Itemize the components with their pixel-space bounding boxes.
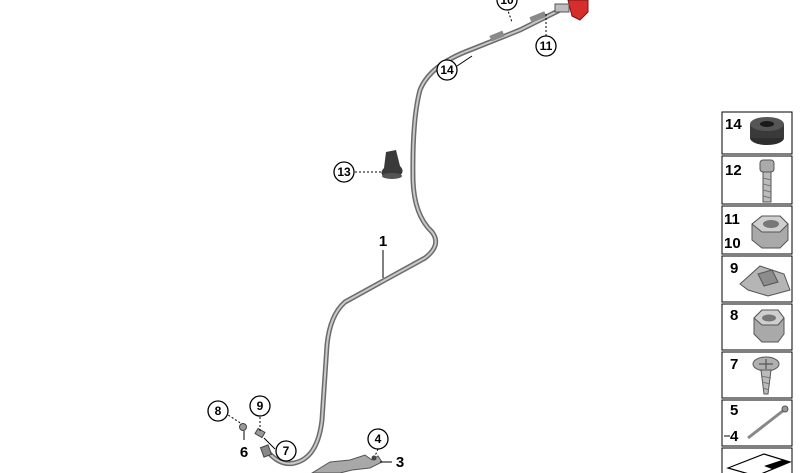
callout-4[interactable]: 4 bbox=[367, 428, 389, 450]
svg-text:11: 11 bbox=[724, 211, 740, 228]
svg-text:13: 13 bbox=[337, 165, 351, 179]
label-1[interactable]: 1 bbox=[379, 233, 387, 250]
callout-14[interactable]: 14 bbox=[436, 59, 458, 81]
callout-9[interactable]: 9 bbox=[249, 395, 271, 417]
grommet-part-13 bbox=[381, 150, 403, 179]
svg-text:4: 4 bbox=[375, 432, 382, 446]
side-item-7[interactable]: 7 bbox=[721, 351, 793, 399]
callout-11[interactable]: 11 bbox=[535, 35, 557, 57]
svg-text:8: 8 bbox=[730, 307, 738, 324]
callout-13[interactable]: 13 bbox=[333, 161, 355, 183]
mounting-pad-icon bbox=[726, 453, 792, 473]
svg-text:7: 7 bbox=[730, 356, 738, 373]
label-6[interactable]: 6 bbox=[240, 444, 248, 461]
fuel-line-part-1 bbox=[265, 7, 563, 467]
svg-text:12: 12 bbox=[725, 162, 742, 179]
callout-7[interactable]: 7 bbox=[275, 440, 297, 462]
label-3[interactable]: 3 bbox=[396, 454, 404, 471]
hex-nut-icon bbox=[753, 309, 785, 343]
side-parts-panel: 14 12 11 10 bbox=[721, 111, 793, 473]
small-fittings bbox=[239, 423, 273, 458]
svg-text:8: 8 bbox=[215, 404, 222, 418]
side-item-12[interactable]: 12 bbox=[721, 155, 793, 205]
side-item-11-10[interactable]: 11 10 bbox=[721, 205, 793, 255]
stud-bolt-icon bbox=[747, 405, 789, 440]
svg-text:10: 10 bbox=[500, 0, 514, 7]
svg-text:4: 4 bbox=[730, 428, 739, 445]
svg-text:14: 14 bbox=[440, 63, 454, 77]
svg-text:10: 10 bbox=[724, 235, 741, 252]
side-item-5-4[interactable]: 5 4 bbox=[721, 399, 793, 447]
leader-lines bbox=[224, 7, 547, 463]
spring-clip-icon bbox=[739, 265, 791, 297]
bracket-part-3 bbox=[311, 454, 383, 473]
side-item-14[interactable]: 14 bbox=[721, 111, 793, 155]
side-item-9[interactable]: 9 bbox=[721, 255, 793, 303]
red-connector-part bbox=[554, 0, 589, 21]
callout-10[interactable]: 10 bbox=[496, 0, 518, 11]
grommet-icon bbox=[750, 117, 784, 145]
svg-text:5: 5 bbox=[730, 402, 738, 419]
svg-text:7: 7 bbox=[283, 444, 290, 458]
svg-text:11: 11 bbox=[540, 39, 553, 53]
callout-8[interactable]: 8 bbox=[207, 400, 229, 422]
svg-text:9: 9 bbox=[257, 399, 264, 413]
svg-text:9: 9 bbox=[730, 260, 738, 277]
side-item-8[interactable]: 8 bbox=[721, 303, 793, 351]
side-item-pad[interactable] bbox=[721, 447, 793, 473]
self-tapping-screw-icon bbox=[752, 356, 780, 395]
svg-text:14: 14 bbox=[725, 116, 742, 133]
bolt-icon bbox=[759, 159, 775, 203]
hex-nut-large-icon bbox=[751, 215, 789, 249]
